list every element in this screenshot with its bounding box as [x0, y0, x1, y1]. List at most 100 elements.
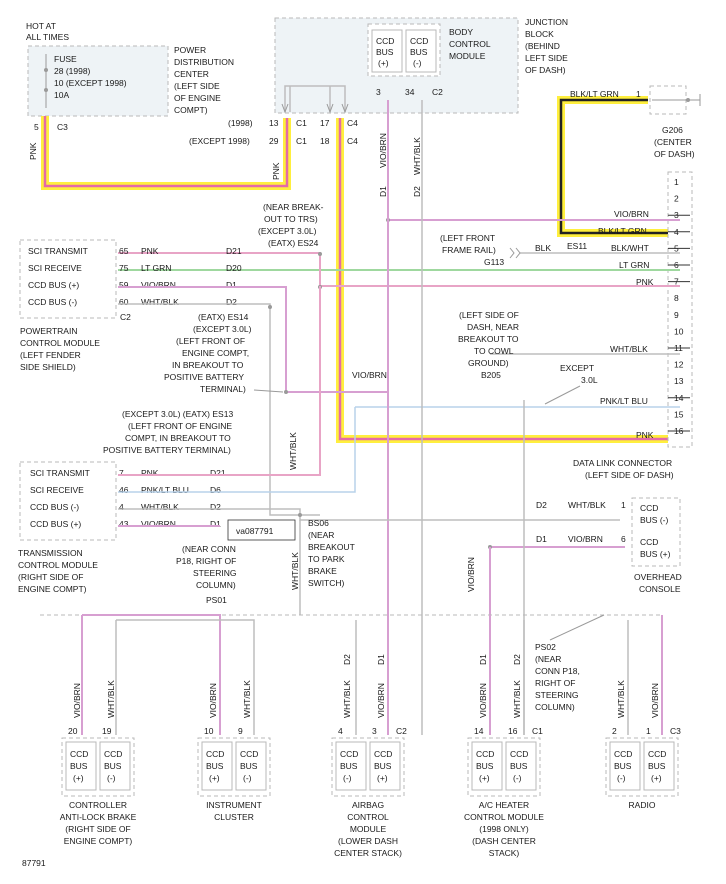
- tcm-row-circuit: D2: [210, 502, 221, 512]
- bottom-module-term-text: (+): [73, 773, 84, 783]
- svg-text:(-): (-): [413, 58, 422, 68]
- svg-text:TO PARK: TO PARK: [308, 554, 345, 564]
- svg-text:(1998): (1998): [228, 118, 253, 128]
- g113-label: (LEFT FRONT FRAME RAIL) G113: [440, 233, 504, 267]
- junction-block-name: JUNCTION BLOCK (BEHIND LEFT SIDE OF DASH…: [525, 17, 568, 75]
- bottom-module-wire: WHT/BLK: [616, 680, 626, 718]
- svg-text:G113: G113: [484, 257, 504, 267]
- tcm-row-label: SCI RECEIVE: [30, 485, 84, 495]
- es14-arrow: [253, 389, 284, 393]
- bs06-splice-dot: [298, 513, 302, 517]
- svg-text:OVERHEAD: OVERHEAD: [634, 572, 682, 582]
- es24-label: (NEAR BREAK- OUT TO TRS) (EXCEPT 3.0L) (…: [258, 202, 324, 248]
- bottom-module-name: (1998 ONLY): [479, 824, 529, 834]
- ground-wire-label: BLK/LT GRN: [570, 89, 619, 99]
- svg-text:(LEFT FENDER: (LEFT FENDER: [20, 350, 81, 360]
- pcm-row-label: SCI RECEIVE: [28, 263, 82, 273]
- bottom-module-pin: 14: [474, 726, 484, 736]
- bottom-module-conn: C3: [670, 726, 681, 736]
- svg-text:va087791: va087791: [236, 526, 274, 536]
- bottom-module-name: CENTER STACK): [334, 848, 402, 858]
- tcm-row-pin: 43: [119, 519, 129, 529]
- dlc-wire-label-11: WHT/BLK: [610, 344, 648, 354]
- tcm-row-label: SCI TRANSMIT: [30, 468, 90, 478]
- tcm-pnk-lt-blu-wire: [118, 407, 356, 493]
- ps01-label: (NEAR CONN P18, RIGHT OF STEERING COLUMN…: [176, 544, 236, 605]
- overhead-circuit: D1: [536, 534, 547, 544]
- svg-text:BUS: BUS: [376, 47, 394, 57]
- pcm-row-pin: 75: [119, 263, 129, 273]
- svg-text:(LEFT FRONT: (LEFT FRONT: [440, 233, 495, 243]
- svg-text:BODY: BODY: [449, 27, 473, 37]
- svg-text:(LEFT SIDE: (LEFT SIDE: [174, 81, 220, 91]
- pcm-connector-box: [19, 239, 117, 319]
- pcm-vio-brn-label: VIO/BRN: [352, 370, 387, 380]
- bottom-module-name: (RIGHT SIDE OF: [65, 824, 131, 834]
- power-distribution-center-box: [27, 45, 169, 117]
- overhead-circuit: D2: [536, 500, 547, 510]
- bottom-module-term-text: BUS: [104, 761, 122, 771]
- diagram-id: 87791: [22, 858, 46, 868]
- es13-wht-blk-label: WHT/BLK: [288, 432, 298, 470]
- svg-text:18: 18: [320, 136, 330, 146]
- bs06-wht-blk-label: WHT/BLK: [290, 552, 300, 590]
- svg-text:13: 13: [269, 118, 279, 128]
- svg-text:OF DASH): OF DASH): [654, 149, 695, 159]
- bottom-module-wire: VIO/BRN: [208, 683, 218, 718]
- b205-label: (LEFT SIDE OF DASH, NEAR BREAKOUT TO TO …: [458, 310, 519, 380]
- overhead-term-label: BUS (-): [640, 515, 669, 525]
- pcm-vio-brn-wire: [118, 286, 388, 393]
- svg-text:(NEAR BREAK-: (NEAR BREAK-: [263, 202, 324, 212]
- svg-text:DASH, NEAR: DASH, NEAR: [467, 322, 519, 332]
- tcm-row-wire: PNK/LT BLU: [141, 485, 189, 495]
- svg-text:TRANSMISSION: TRANSMISSION: [18, 548, 83, 558]
- bcm-ccd-plus-terminal: [371, 29, 403, 73]
- svg-text:10A: 10A: [54, 90, 69, 100]
- overhead-wire: VIO/BRN: [568, 534, 603, 544]
- dlc-pin-1: 1: [674, 177, 679, 187]
- tcm-connector-box: [19, 461, 117, 541]
- pnk-dlc-feed-highlight: [336, 118, 686, 443]
- bottom-module-term-text: CCD: [614, 749, 632, 759]
- dlc-pin-9: 9: [674, 310, 679, 320]
- bottom-module-1: CCDBUS(+)10VIO/BRNCCDBUS(-)9WHT/BLKINSTR…: [197, 680, 271, 822]
- fuse-symbol: [44, 54, 48, 108]
- dlc-wire-label-4: BLK/LT GRN: [598, 226, 647, 236]
- svg-text:(CENTER: (CENTER: [654, 137, 692, 147]
- tcm-row-pin: 7: [119, 468, 124, 478]
- svg-text:COLUMN): COLUMN): [196, 580, 236, 590]
- bottom-module-wire: VIO/BRN: [376, 683, 386, 718]
- bottom-module-pin: 10: [204, 726, 214, 736]
- bottom-module-wire: WHT/BLK: [342, 680, 352, 718]
- bottom-module-4: CCDBUS(-)2WHT/BLKCCDBUS(+)1VIO/BRNC3RADI…: [605, 680, 681, 810]
- bottom-module-name: CLUSTER: [214, 812, 254, 822]
- svg-text:5: 5: [34, 122, 39, 132]
- bottom-module-term-text: (+): [377, 773, 388, 783]
- svg-text:FRAME RAIL): FRAME RAIL): [442, 245, 496, 255]
- g206-label: G206 (CENTER OF DASH): [654, 125, 695, 159]
- bottom-module-name: (LOWER DASH: [338, 836, 398, 846]
- pcm-row-label: SCI TRANSMIT: [28, 246, 88, 256]
- blk-wire-label: BLK: [535, 243, 551, 253]
- svg-text:DATA LINK CONNECTOR: DATA LINK CONNECTOR: [573, 458, 672, 468]
- bottom-ccd-plus-wires: [81, 614, 663, 735]
- bottom-module-term-text: (-): [617, 773, 626, 783]
- bcm-ccd-minus-terminal: [405, 29, 437, 73]
- es13-label: (EXCEPT 3.0L) (EATX) ES13 (LEFT FRONT OF…: [103, 409, 233, 455]
- es14-splice-dot: [268, 305, 272, 309]
- tcm-row-wire: PNK: [141, 468, 159, 478]
- svg-text:(NEAR: (NEAR: [308, 530, 334, 540]
- bottom-module-wire: VIO/BRN: [650, 683, 660, 718]
- svg-text:CONTROL MODULE: CONTROL MODULE: [18, 560, 98, 570]
- overhead-pin: 6: [621, 534, 626, 544]
- bottom-module-wire: VIO/BRN: [478, 683, 488, 718]
- pcm-row-circuit: D2: [226, 297, 237, 307]
- svg-text:COLUMN): COLUMN): [535, 702, 575, 712]
- svg-text:BRAKE: BRAKE: [308, 566, 337, 576]
- svg-text:POWER: POWER: [174, 45, 206, 55]
- bottom-module-term-text: (+): [209, 773, 220, 783]
- es11-label: ES11: [567, 241, 587, 251]
- svg-text:(EXCEPT 1998): (EXCEPT 1998): [189, 136, 250, 146]
- pnk-dlc-feed-wire: [338, 118, 686, 441]
- svg-text:C3: C3: [57, 122, 68, 132]
